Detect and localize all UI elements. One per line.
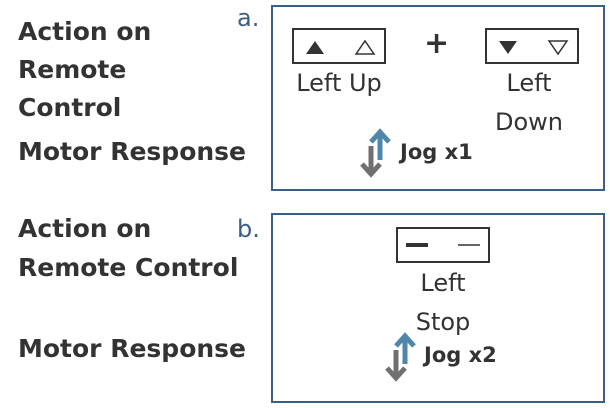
jog-label-b: Jog x2 <box>424 343 497 367</box>
left-down-label-line2: Down <box>494 108 563 136</box>
left-down-label-line1: Left <box>506 69 552 97</box>
jog-label-a: Jog x1 <box>400 140 473 164</box>
left-up-label: Left Up <box>296 69 382 97</box>
motor-label-a: Motor Response <box>18 137 247 166</box>
plus-sign: + <box>424 26 450 61</box>
panel-b-letter: b. <box>237 215 260 243</box>
left-stop-button <box>396 227 490 263</box>
left-up-button <box>292 28 386 64</box>
left-stop-label-line2: Stop <box>415 308 471 336</box>
action-label-b-line1: Action on <box>18 214 152 243</box>
jog-arrows-icon-a <box>360 128 391 178</box>
left-down-button <box>485 28 579 64</box>
action-label-a-line1: Action on <box>18 17 152 46</box>
stop-bars-icon <box>406 243 480 247</box>
left-stop-label-line1: Left <box>420 269 466 297</box>
action-label-a-line2: Remote <box>18 55 127 84</box>
panel-b <box>271 213 605 403</box>
action-label-a-line3: Control <box>18 93 122 122</box>
action-label-b-line2: Remote Control <box>18 253 239 282</box>
panel-a <box>271 5 605 191</box>
jog-arrows-icon-b <box>385 332 416 382</box>
motor-label-b: Motor Response <box>18 334 247 363</box>
panel-a-letter: a. <box>237 4 260 32</box>
up-arrows-icon <box>306 39 376 55</box>
down-arrows-icon <box>499 40 569 56</box>
